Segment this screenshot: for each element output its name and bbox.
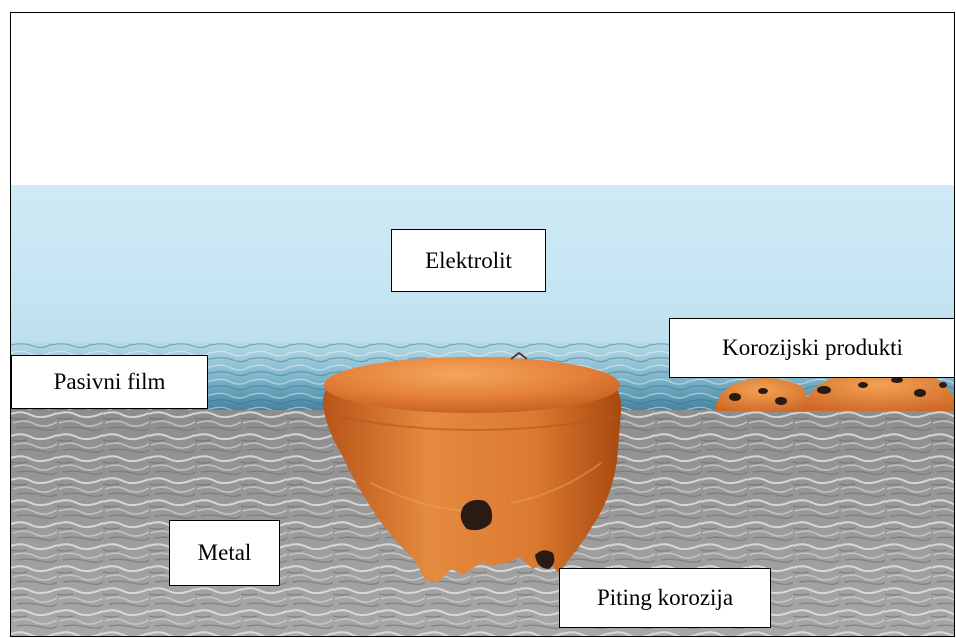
label-pasivni-film: Pasivni film: [11, 355, 208, 409]
label-elektrolit: Elektrolit: [391, 229, 546, 292]
label-metal: Metal: [169, 520, 280, 586]
label-piting-korozija: Piting korozija: [559, 568, 771, 628]
diagram-frame: Elektrolit Korozijski produkti Pasivni f…: [10, 12, 955, 637]
label-korozijski-produkti: Korozijski produkti: [669, 318, 955, 378]
